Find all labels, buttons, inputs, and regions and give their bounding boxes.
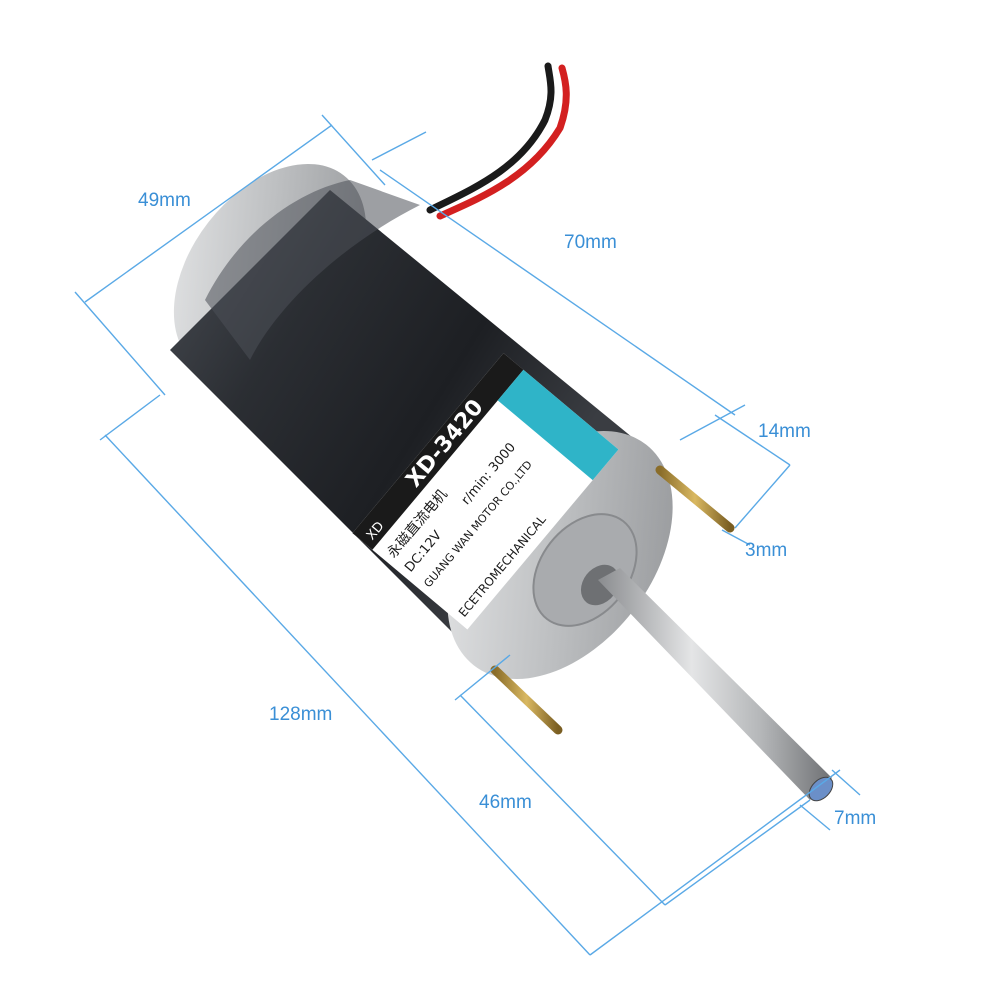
dim-label-128mm: 128mm [269,704,332,725]
dim-line-128mm [104,434,591,956]
dim-line-46mm [459,694,666,906]
motor-body [170,163,673,680]
dim-line-14mm [714,414,791,466]
dim-label-49mm: 49mm [138,190,191,211]
dim-line-49mm [84,124,333,303]
dim-line-7mm [799,804,831,831]
mounting-screws [490,465,735,735]
dim-line-3mm [721,529,751,546]
dimension-lines [74,114,861,956]
dim-label-7mm: 7mm [834,808,876,829]
dim-label-3mm: 3mm [745,540,787,561]
label-accent-stripe [497,369,619,481]
dim-line-70mm [379,169,736,416]
motor-shaft [598,568,834,802]
dim-label-70mm: 70mm [564,232,617,253]
dim-label-46mm: 46mm [479,792,532,813]
mounting-screw-bottom [490,665,563,735]
mounting-screw-top [655,465,735,533]
dim-label-14mm: 14mm [758,421,811,442]
power-wires [426,62,570,220]
